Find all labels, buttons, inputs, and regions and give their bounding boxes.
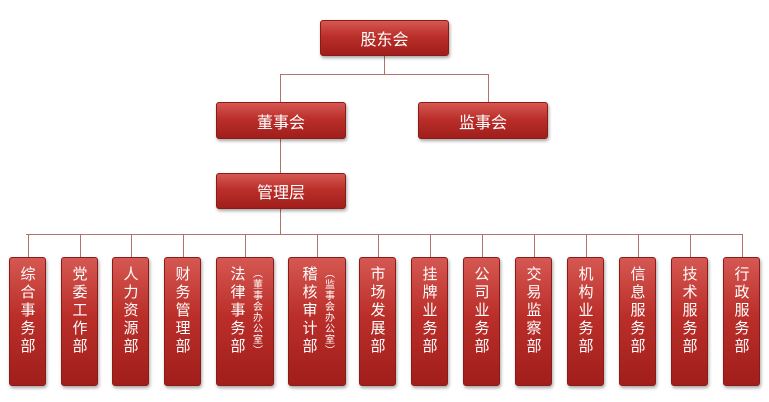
management-label: 管理层 <box>256 183 305 202</box>
department-label: 公司业务部 <box>472 266 491 356</box>
connector-top-horizontal <box>280 74 489 75</box>
supervisors-label: 监事会 <box>458 112 507 132</box>
shareholders-label: 股东会 <box>360 30 409 49</box>
connector-management-down <box>280 209 281 234</box>
connector-departments-horizontal <box>26 234 742 235</box>
connector-to-department-12 <box>638 234 639 257</box>
department-label: 财务管理部 <box>173 266 192 356</box>
department-box-11: 机构业务部 <box>567 257 604 386</box>
department-box-7: 市场发展部 <box>359 257 396 386</box>
connector-to-department-7 <box>378 234 379 257</box>
connector-to-department-13 <box>690 234 691 257</box>
connector-to-department-11 <box>586 234 587 257</box>
connector-to-department-9 <box>482 234 483 257</box>
department-label: 技术服务部 <box>680 266 699 356</box>
connector-to-board <box>280 74 281 102</box>
department-label: 交易监察部 <box>524 266 543 356</box>
department-box-13: 技术服务部 <box>671 257 708 386</box>
department-label: 行政服务部 <box>732 266 751 356</box>
department-box-5: 法律事务部 （董事会办公室） <box>216 257 274 386</box>
connector-to-department-3 <box>131 234 132 257</box>
department-label: 法律事务部 <box>228 266 247 356</box>
connector-to-department-8 <box>430 234 431 257</box>
supervisors-box: 监事会 <box>418 102 548 139</box>
department-label: 机构业务部 <box>576 266 595 356</box>
department-box-6: 稽核审计部 （监事会办公室） <box>288 257 346 386</box>
department-box-4: 财务管理部 <box>164 257 201 386</box>
department-box-9: 公司业务部 <box>463 257 500 386</box>
department-box-1: 综合事务部 <box>9 257 46 386</box>
department-box-2: 党委工作部 <box>61 257 98 386</box>
department-box-3: 人力资源部 <box>112 257 149 386</box>
connector-to-supervisors <box>488 74 489 102</box>
department-sublabel: （董事会办公室） <box>250 268 262 356</box>
connector-board-to-management <box>280 139 281 173</box>
department-label: 人力资源部 <box>121 266 140 356</box>
department-label: 市场发展部 <box>368 266 387 356</box>
department-label: 党委工作部 <box>70 266 89 356</box>
connector-to-department-10 <box>534 234 535 257</box>
department-label: 信息服务部 <box>628 266 647 356</box>
connector-to-department-5 <box>245 234 246 257</box>
management-box: 管理层 <box>216 173 346 209</box>
department-label: 稽核审计部 <box>300 266 319 356</box>
department-sublabel: （监事会办公室） <box>322 268 334 356</box>
board-label: 董事会 <box>256 112 305 132</box>
connector-to-department-14 <box>742 234 743 257</box>
connector-to-department-4 <box>183 234 184 257</box>
connector-to-department-1 <box>28 234 29 257</box>
department-box-10: 交易监察部 <box>515 257 552 386</box>
department-label: 综合事务部 <box>18 266 37 356</box>
shareholders-box: 股东会 <box>320 20 449 56</box>
connector-to-department-6 <box>317 234 318 257</box>
board-box: 董事会 <box>216 102 346 139</box>
connector-shareholders-down <box>384 56 385 74</box>
connector-to-department-2 <box>80 234 81 257</box>
department-label: 挂牌业务部 <box>420 266 439 356</box>
department-box-12: 信息服务部 <box>619 257 656 386</box>
department-box-8: 挂牌业务部 <box>411 257 448 386</box>
department-box-14: 行政服务部 <box>723 257 760 386</box>
